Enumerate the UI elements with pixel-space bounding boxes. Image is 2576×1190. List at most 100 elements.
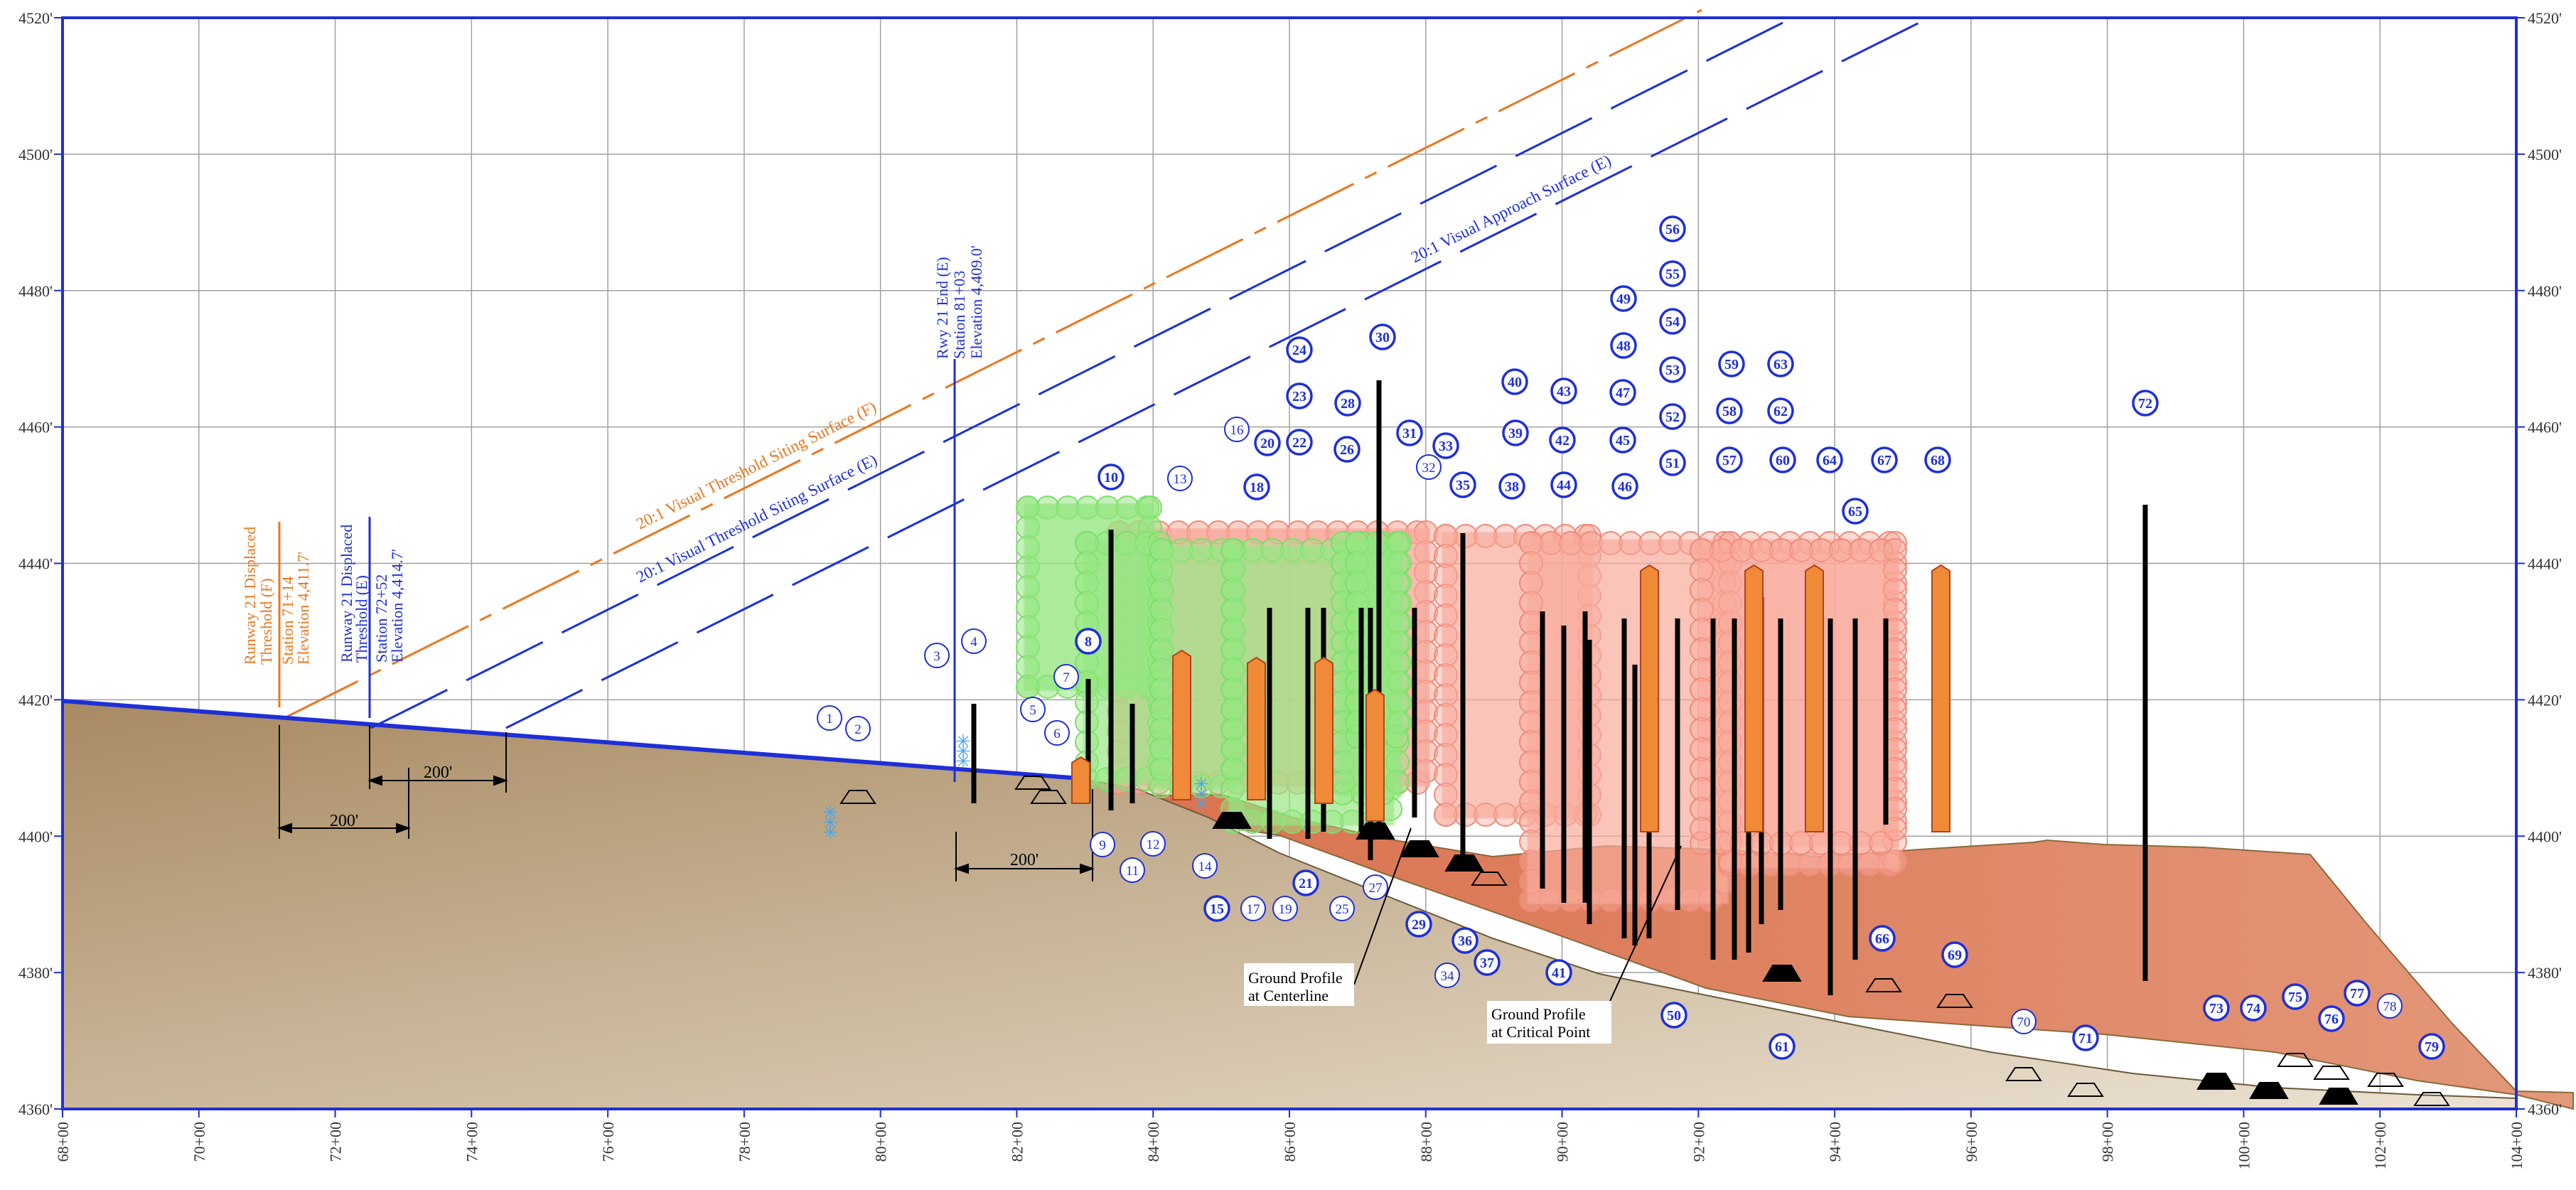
svg-text:✳: ✳ [822, 803, 838, 823]
obstacle-marker: 62 [1767, 397, 1794, 424]
obstacle-label: 45 [1616, 433, 1630, 449]
obstacles: 1234567891011121314151617181920212223242… [817, 215, 2450, 1106]
obstacle-label: 61 [1775, 1039, 1789, 1055]
obstacle-label-circle [1334, 390, 1361, 417]
obstacle-label-circle [1020, 697, 1046, 722]
obstacle-label: 5 [1029, 703, 1036, 718]
rwy-end-line1: Rwy 21 End (E) [933, 257, 951, 359]
terrain-point-marker [1762, 965, 1802, 982]
obstacle-label: 55 [1665, 267, 1680, 282]
svg-text:✳: ✳ [1193, 784, 1209, 805]
obstacle-label-circle [1550, 471, 1577, 498]
obstacle-label-circle [2011, 1009, 2036, 1034]
snowflake-icon: ✳✳✳ [822, 803, 838, 843]
obstacle-label: 74 [2246, 1001, 2260, 1017]
obstacle-label: 14 [1198, 859, 1213, 874]
obstacle-label-circle [1659, 308, 1686, 335]
obstacle-label: 46 [1618, 479, 1632, 495]
obstacle-label-circle [1405, 911, 1432, 938]
obstacle-label: 53 [1665, 363, 1680, 378]
obstacle-marker: 59 [1718, 350, 1745, 377]
obstacle-label: 33 [1439, 439, 1453, 454]
svg-text:✳: ✳ [955, 741, 971, 762]
obstacle-label-circle [961, 628, 987, 654]
obstacle-label-circle [1498, 473, 1525, 500]
obstacle-label-circle [1416, 454, 1442, 480]
obstacle-label: 9 [1099, 838, 1106, 853]
obstacle-label: 13 [1174, 472, 1187, 487]
y-tick-label-left: 4480' [18, 282, 53, 300]
terrain-point-marker [1936, 994, 1973, 1008]
obstacle-label: 69 [1948, 948, 1962, 963]
obstacle-marker: 50 [1660, 1002, 1687, 1029]
displaced-e-station: Station 72+52 [372, 574, 390, 663]
x-tick-label: 92+00 [1690, 1122, 1707, 1162]
obstacle-label: 49 [1616, 291, 1631, 307]
terrain-point-marker [2313, 1066, 2350, 1080]
y-tick-label-right: 4360' [2528, 1100, 2562, 1118]
obstacle-marker: 34 [1434, 963, 1460, 988]
x-tick-label: 70+00 [190, 1122, 208, 1162]
obstacle-label: 10 [1104, 470, 1118, 486]
svg-text:✳: ✳ [822, 822, 838, 843]
obstacle-label: 64 [1823, 453, 1837, 468]
obstacle-marker: 52 [1659, 403, 1686, 430]
obstacle-label: 44 [1557, 478, 1571, 493]
tree-cluster-red [1434, 524, 1601, 827]
obstacle-label: 15 [1210, 901, 1224, 917]
obstacle-label-circle [1286, 429, 1313, 456]
snowflake-icon: ✳✳✳ [955, 731, 971, 772]
tree-cluster-green [1075, 531, 1171, 791]
obstacle-label: 47 [1616, 385, 1630, 401]
obstacle-label: 48 [1616, 338, 1631, 354]
terrain-point-marker [1400, 840, 1439, 857]
x-tick-label: 84+00 [1144, 1122, 1162, 1162]
obstacle-label: 6 [1053, 727, 1061, 741]
obstacle-label-circle [1167, 466, 1193, 491]
terrain-point-marker [1030, 790, 1067, 804]
svg-text:✳: ✳ [955, 731, 971, 752]
obstacle-label: 36 [1458, 933, 1472, 949]
obstacle-label-circle [1550, 377, 1577, 404]
x-tick-label: 80+00 [872, 1122, 890, 1162]
ground-centerline-leader [1353, 827, 1412, 985]
obstacle-label: 7 [1063, 670, 1070, 685]
obstacle-marker: 14 [1192, 853, 1218, 879]
obstacle-label: 12 [1147, 837, 1160, 852]
terrain-point-marker [2319, 1088, 2358, 1105]
obstacle-label: 17 [1247, 902, 1260, 917]
obstacle-label-circle [1333, 436, 1361, 463]
obstacle-label: 24 [1292, 343, 1306, 358]
obstacle-marker: 9 [1090, 832, 1115, 857]
obstacle-label: 73 [2209, 1001, 2223, 1017]
x-tick-label: 94+00 [1826, 1122, 1844, 1162]
obstacle-label-circle [1718, 350, 1745, 377]
x-tick-label: 98+00 [2099, 1122, 2117, 1162]
obstacle-marker: 20 [1254, 429, 1281, 456]
obstacle-label: 4 [970, 635, 977, 650]
obstacle-label: 77 [2350, 986, 2364, 1002]
obstacle-label: 39 [1508, 426, 1523, 441]
obstacle-marker: 66 [1869, 925, 1896, 952]
terrain-point-marker [1212, 812, 1252, 829]
obstacle-label-circle [1090, 832, 1115, 857]
obstacle-label-circle [1243, 473, 1270, 500]
x-tick-label: 96+00 [1963, 1122, 1980, 1162]
obstacle-label-circle [2282, 983, 2309, 1010]
displaced-f-line1: Runway 21 Displaced [241, 527, 259, 665]
obstacle-marker: 4 [961, 628, 987, 654]
runway-line [62, 699, 1081, 781]
obstacle-label: 29 [1412, 917, 1426, 933]
obstacle-label: 56 [1665, 222, 1680, 237]
x-tick-label: 82+00 [1008, 1122, 1026, 1162]
obstacle-label: 23 [1292, 389, 1306, 404]
dim-200-a: 200' [330, 812, 358, 830]
obstacle-marker: 47 [1609, 379, 1636, 406]
obstacle-label: 65 [1848, 504, 1862, 520]
obstacle-marker: 33 [1432, 432, 1459, 459]
obstacle-label-circle [1660, 1002, 1687, 1029]
obstacle-label-circle [1075, 628, 1102, 655]
obstacle-label: 30 [1375, 330, 1390, 345]
visual-threshold-f-line [281, 9, 1702, 721]
